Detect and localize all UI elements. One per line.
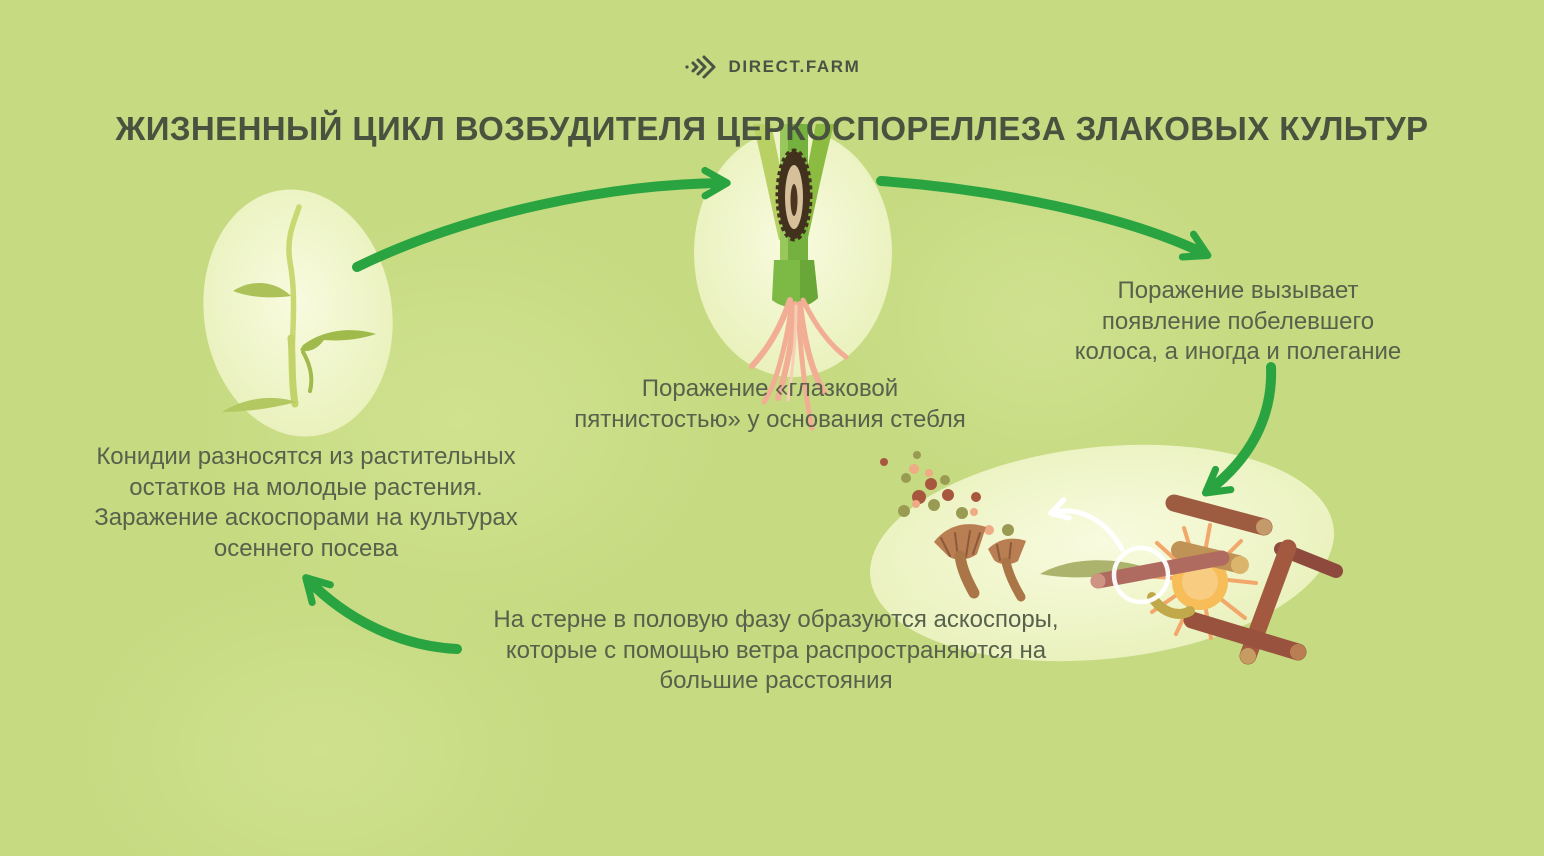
apothecia-mushrooms (934, 524, 1026, 602)
brand-logo: DIRECT.FARM (0, 54, 1544, 80)
white-arrow (1047, 497, 1125, 552)
caption-conidia: Конидии разносятся из растительных остат… (94, 443, 518, 563)
ascospore-dots (880, 451, 1014, 536)
brand-name: DIRECT.FARM (728, 57, 861, 76)
eyespot-blob (694, 129, 892, 377)
arrow-whitehead-to-stubble (1201, 362, 1277, 497)
page-title: ЖИЗНЕННЫЙ ЦИКЛ ВОЗБУДИТЕЛЯ ЦЕРКОСПОРЕЛЛЕ… (115, 110, 1429, 148)
seedling-stem (286, 204, 302, 407)
arrow-stem-to-whitehead (876, 176, 1212, 261)
stem-sheath (772, 260, 818, 308)
grass-blade (1040, 560, 1148, 578)
sun-apothecium (1143, 523, 1258, 640)
caption-eyespot: Поражение «глазковой пятнистостью» у осн… (574, 375, 966, 433)
seedling-leaf (233, 282, 291, 298)
seedling-leaf (300, 330, 376, 352)
seedling-blob (203, 189, 393, 437)
caption-ascospores: На стерне в половую фазу образуются аско… (493, 606, 1059, 695)
triple-chevron-icon (684, 55, 716, 79)
caption-whitehead: Поражение вызывает появление побелевшего… (1074, 277, 1402, 366)
magnifier-ring (1111, 545, 1171, 605)
arrow-seedling-to-stem (352, 166, 731, 272)
seedling-leaf (222, 397, 296, 412)
seedling-illustration (203, 189, 393, 437)
eyespot-lesion (775, 148, 813, 242)
